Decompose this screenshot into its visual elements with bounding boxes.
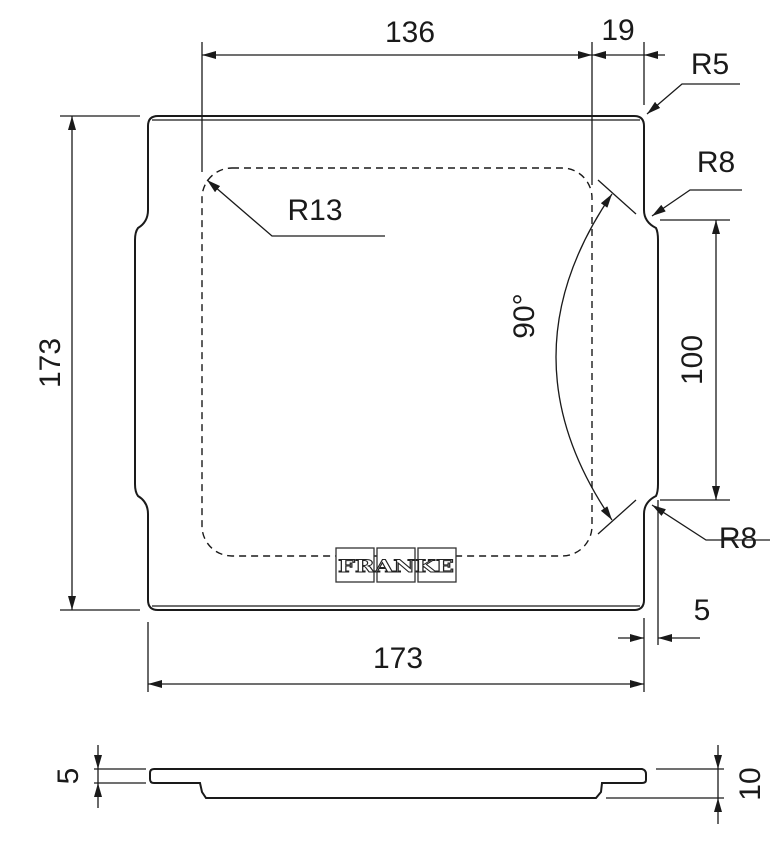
dim-173-height: 173 bbox=[34, 338, 67, 388]
dim-r8-bottom: R8 bbox=[719, 522, 757, 555]
dim-r5: R5 bbox=[691, 48, 729, 81]
dim-r8-top: R8 bbox=[697, 146, 735, 179]
plate-outline bbox=[134, 115, 659, 611]
dim-5-notch: 5 bbox=[694, 594, 711, 627]
dim-90-degrees: 90° bbox=[508, 293, 541, 338]
dim-100: 100 bbox=[676, 335, 709, 385]
dim-136: 136 bbox=[385, 16, 435, 49]
dim-173-width: 173 bbox=[373, 642, 423, 675]
dim-r13: R13 bbox=[287, 194, 342, 227]
franke-logo: FRANKE bbox=[335, 547, 457, 583]
plate-profile bbox=[149, 768, 647, 799]
dim-19: 19 bbox=[601, 14, 634, 47]
svg-text:FRANKE: FRANKE bbox=[338, 557, 454, 577]
dim-5-thickness: 5 bbox=[52, 768, 85, 785]
dim-10-height: 10 bbox=[734, 767, 767, 800]
